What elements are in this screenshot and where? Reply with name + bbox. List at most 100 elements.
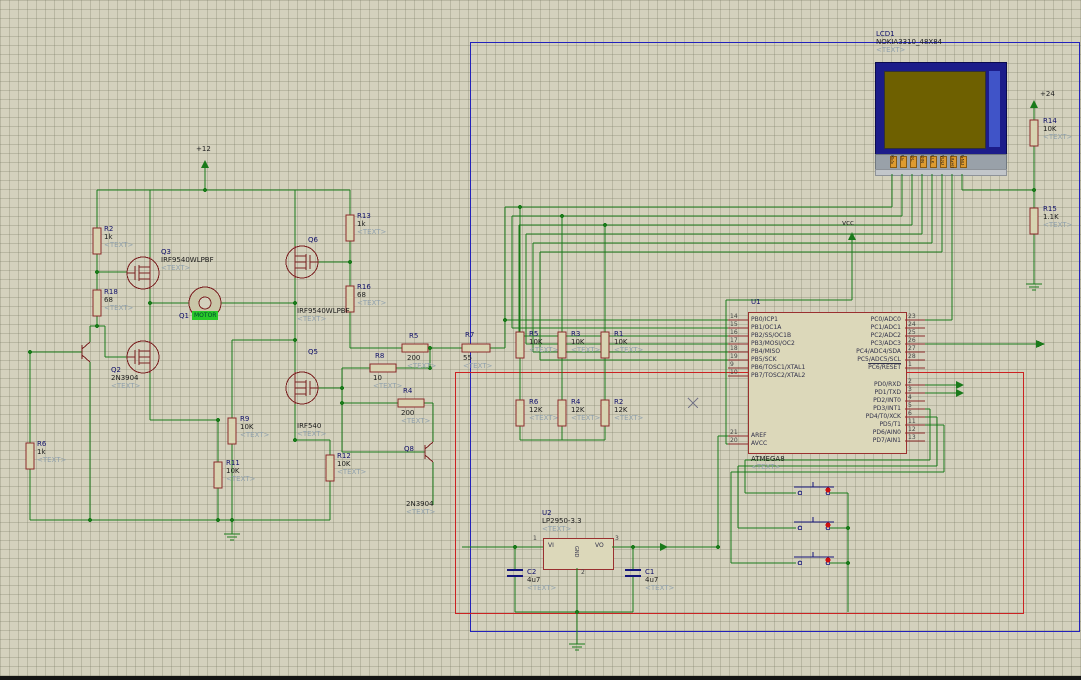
label-q6-ref[interactable]: Q6 — [308, 236, 318, 244]
label-r7-val[interactable]: 55<TEXT> — [463, 354, 493, 370]
label-q5-ref[interactable]: Q5 — [308, 348, 318, 356]
lcd-pin-label: VDD — [939, 155, 944, 166]
button-state-dots[interactable] — [825, 487, 831, 563]
lcd-pin[interactable] — [900, 156, 907, 168]
lcd-pin[interactable] — [930, 156, 937, 168]
label-r5a-val[interactable]: 200<TEXT> — [407, 354, 437, 370]
mosfet-q5-symbol[interactable] — [285, 371, 319, 405]
u2-pin-num-3: 3 — [615, 535, 619, 542]
label-q5-val[interactable]: IRF540<TEXT> — [297, 422, 327, 438]
junction-dots — [28, 188, 1036, 614]
ground-symbols[interactable] — [224, 283, 1042, 651]
lcd-pin-label: LIGHT — [949, 155, 954, 168]
lcd-pin[interactable] — [890, 156, 897, 168]
label-q6-val[interactable]: IRF9540WLPBF<TEXT> — [297, 307, 350, 323]
label-q1-ref[interactable]: Q1 — [179, 312, 189, 320]
lcd-pin[interactable] — [940, 156, 947, 168]
u2-pin-vi: VI — [548, 542, 554, 549]
mosfet-q2-symbol[interactable] — [126, 340, 160, 374]
power-label-plus12[interactable]: +12 — [196, 145, 211, 153]
label-r7-ref[interactable]: R7 — [465, 331, 475, 339]
label-q8-val[interactable]: 2N3904<TEXT> — [406, 500, 436, 516]
region-box-blue[interactable] — [470, 42, 1080, 632]
lcd-pin[interactable] — [960, 156, 967, 168]
label-r5a-ref[interactable]: R5 — [409, 332, 419, 340]
bjt-left-symbol[interactable] — [81, 341, 91, 363]
lcd-pin-label: GND — [959, 155, 964, 166]
u2-pin-num-2: 2 — [581, 569, 585, 576]
lcd-pin-label: CLK — [929, 155, 934, 164]
label-u1-val[interactable]: ATMEGA8<TEXT> — [751, 455, 785, 471]
lcd-pin[interactable] — [920, 156, 927, 168]
mosfet-q3-symbol[interactable] — [126, 256, 160, 290]
lcd-pin[interactable] — [950, 156, 957, 168]
lcd-pin-label: DIN — [919, 155, 924, 164]
u2-pin-gnd: GND — [573, 546, 579, 558]
no-connect-cross-icon — [687, 397, 699, 409]
region-box-red[interactable] — [455, 372, 1024, 614]
u2-pin-num-1: 1 — [533, 535, 537, 542]
u2-regulator-body[interactable] — [543, 538, 614, 570]
lcd-pin-label: DC — [909, 155, 914, 162]
label-u1-ref[interactable]: U1 — [751, 298, 761, 306]
u1-atmega8-body[interactable] — [748, 312, 907, 454]
pushbutton-symbols[interactable] — [794, 482, 834, 566]
bjt-q8-symbol[interactable] — [424, 441, 434, 463]
wires[interactable] — [29, 108, 1036, 644]
bottom-edge — [0, 676, 1081, 680]
capacitor-symbols[interactable] — [507, 569, 641, 577]
label-r8-ref[interactable]: R8 — [375, 352, 385, 360]
lcd-pin-label: RES — [889, 155, 894, 164]
lcd-pin-label: CE — [899, 155, 904, 161]
power-label-vcc[interactable]: vcc — [842, 219, 854, 227]
lcd-connector-strip — [875, 169, 1007, 176]
u2-pin-vo: VO — [595, 542, 604, 549]
label-r4a-ref[interactable]: R4 — [403, 387, 413, 395]
mosfet-q6-symbol[interactable] — [285, 245, 319, 279]
power-label-plus24[interactable]: +24 — [1040, 90, 1055, 98]
resistor-bodies[interactable] — [25, 119, 1039, 489]
lcd-frame[interactable] — [875, 62, 1007, 156]
label-r8-val[interactable]: 10<TEXT> — [373, 374, 403, 390]
lcd-screen — [884, 71, 986, 149]
label-q1-value-highlighted[interactable]: MOTOR — [192, 311, 219, 320]
power-arrow-icons[interactable] — [201, 100, 1038, 240]
label-r4a-val[interactable]: 200<TEXT> — [401, 409, 431, 425]
label-q8-ref[interactable]: Q8 — [404, 445, 414, 453]
terminal-arrow-icons[interactable] — [660, 340, 1045, 551]
lcd-pin[interactable] — [910, 156, 917, 168]
u1-pin-stubs[interactable] — [728, 319, 925, 445]
